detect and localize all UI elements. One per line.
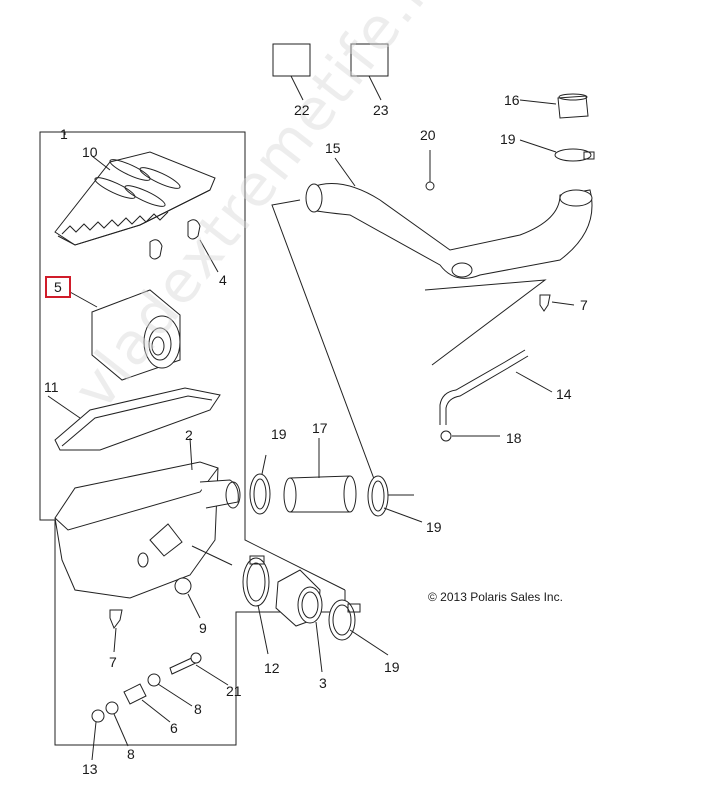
callout-19-mid-right[interactable]: 19 [426,519,442,535]
callout-19-upper[interactable]: 19 [500,131,516,147]
part-10-cover [54,151,216,246]
callout-7-left[interactable]: 7 [109,654,117,670]
callout-19-lower[interactable]: 19 [384,659,400,675]
part-15-tube [305,157,593,279]
part-12-clamp [242,555,270,655]
part-14-vent [439,349,553,425]
callout-2[interactable]: 2 [185,427,193,443]
callout-9[interactable]: 9 [199,620,207,636]
callout-5[interactable]: 5 [54,279,62,295]
callout-5-highlight-box [45,276,71,298]
callout-20[interactable]: 20 [420,127,436,143]
callout-10[interactable]: 10 [82,144,98,160]
part-11-seal [47,387,221,451]
part-7-drain [109,609,123,653]
copyright-text: © 2013 Polaris Sales Inc. [428,590,563,604]
part-4-clips [149,219,219,273]
part-22-box [272,43,311,77]
part-9-plug [174,577,201,619]
assembly-bracket-1-right [70,131,346,591]
callout-13[interactable]: 13 [82,761,98,777]
part-8-washer-upper [147,673,193,707]
part-13-nut [91,709,105,761]
callout-23[interactable]: 23 [373,102,389,118]
callout-16[interactable]: 16 [504,92,520,108]
callout-11[interactable]: 11 [44,379,59,395]
part-23-box [350,43,389,77]
part-8-washer-lower [105,701,129,747]
part-2-airbox [54,437,241,599]
part-19-lower [328,599,389,656]
part-6-spacer [123,683,171,723]
part-17-hose [283,438,357,513]
callout-1[interactable]: 1 [60,126,68,142]
tube-bracket [271,199,414,496]
callout-4[interactable]: 4 [219,272,227,288]
callout-15[interactable]: 15 [325,140,341,156]
callout-17[interactable]: 17 [312,420,328,436]
callout-6[interactable]: 6 [170,720,178,736]
callout-22[interactable]: 22 [294,102,310,118]
callout-8-lower[interactable]: 8 [127,746,135,762]
part-7-pin-right [539,294,575,312]
callout-18[interactable]: 18 [506,430,522,446]
part-18-nut [440,430,500,442]
callout-14[interactable]: 14 [556,386,572,402]
part-3-coupler [275,569,323,673]
part-19-mid-left [249,454,271,515]
part-19-upper [519,139,595,162]
callout-21[interactable]: 21 [226,683,242,699]
part-20-bolt [425,150,435,191]
callout-8-upper[interactable]: 8 [194,701,202,717]
part-19-mid-right [367,475,423,523]
part-16-sleeve [519,93,589,119]
callout-3[interactable]: 3 [319,675,327,691]
part-5-filter [69,289,181,381]
part-21-bolt [169,652,229,686]
callout-19-mid-left[interactable]: 19 [271,426,287,442]
callout-7-right[interactable]: 7 [580,297,588,313]
callout-12[interactable]: 12 [264,660,280,676]
